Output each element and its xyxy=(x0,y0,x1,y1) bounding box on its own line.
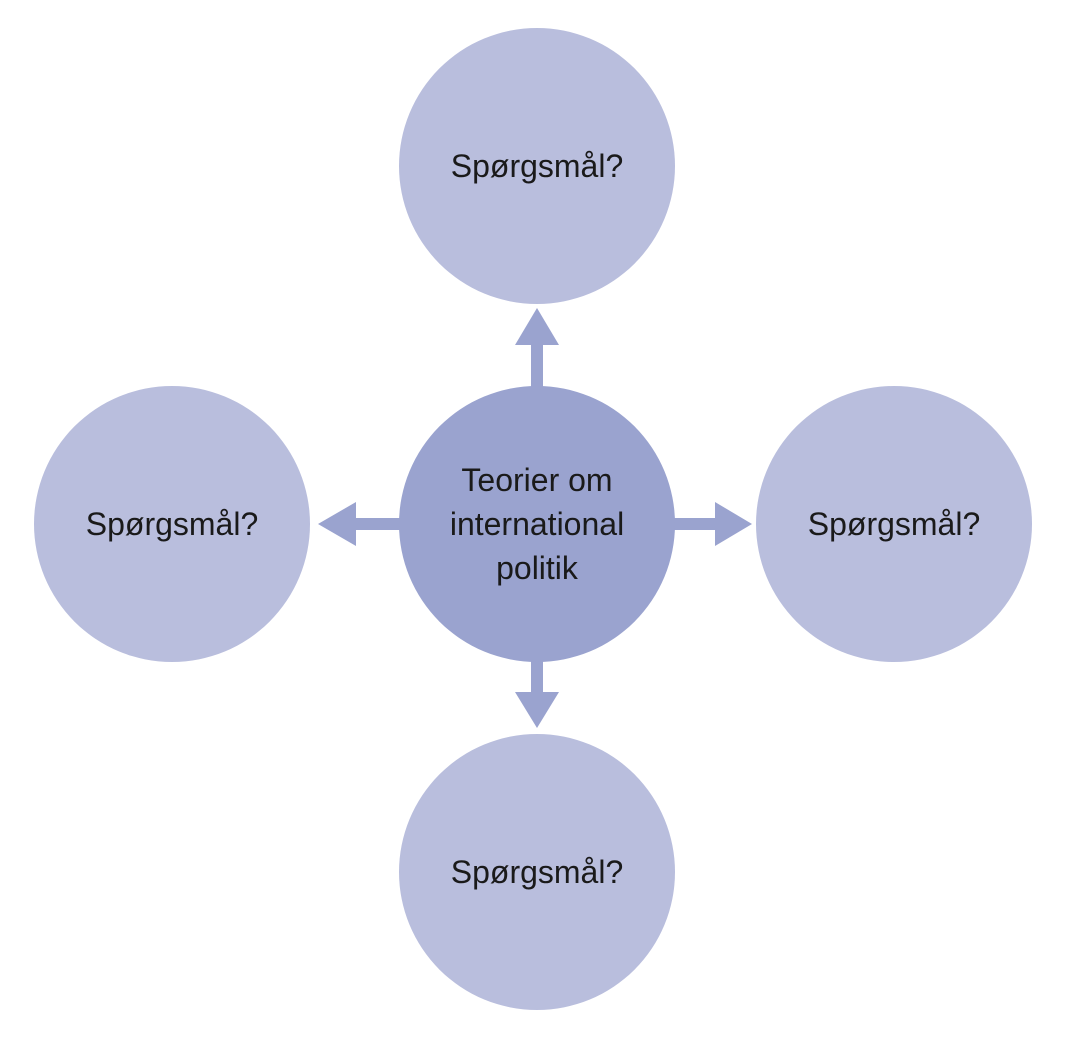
question-label-right: Spørgsmål? xyxy=(807,506,981,542)
central-topic-label: Teorier om international politik xyxy=(449,462,625,586)
arrow-left xyxy=(318,502,402,546)
arrow-down xyxy=(515,660,559,728)
central-topic-node: Teorier om international politik xyxy=(399,386,675,662)
question-label-top: Spørgsmål? xyxy=(450,148,624,184)
question-label-left: Spørgsmål? xyxy=(85,506,259,542)
question-label-bottom: Spørgsmål? xyxy=(450,854,624,890)
question-node-bottom: Spørgsmål? xyxy=(399,734,675,1010)
question-node-right: Spørgsmål? xyxy=(756,386,1032,662)
arrow-up xyxy=(515,308,559,388)
question-node-top: Spørgsmål? xyxy=(399,28,675,304)
arrow-right xyxy=(672,502,752,546)
question-node-left: Spørgsmål? xyxy=(34,386,310,662)
